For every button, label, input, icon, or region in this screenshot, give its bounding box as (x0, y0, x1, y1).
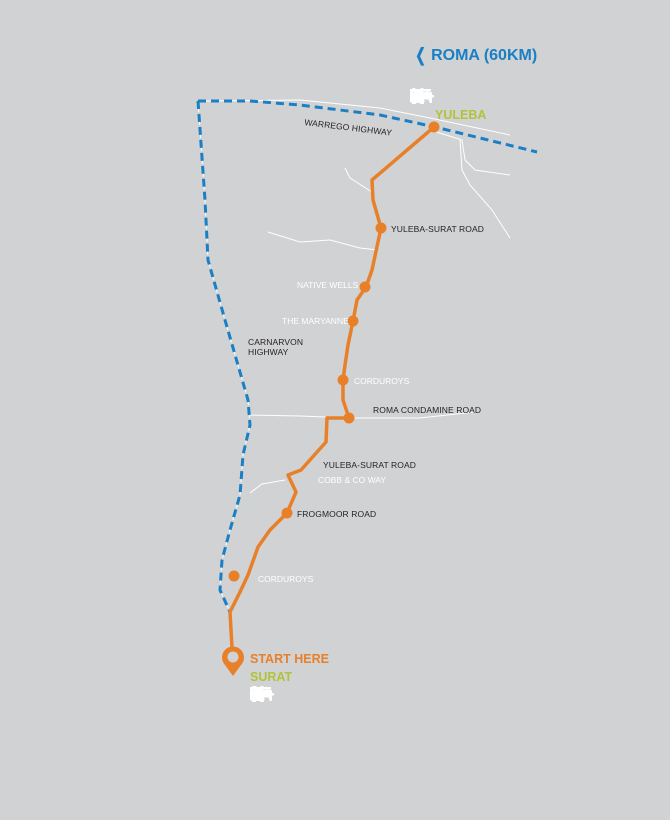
chevron-left-icon: ❮ (415, 45, 426, 65)
minor-road-north (197, 99, 511, 136)
minor-road-east-2 (459, 139, 511, 239)
carnarvon-highway-dash (197, 100, 251, 613)
label-corduroys-1: CORDUROYS (354, 376, 410, 386)
waypoint-corduroys-2[interactable] (228, 570, 240, 582)
waypoint-dots (228, 121, 440, 582)
waypoint-frogmoor[interactable] (281, 507, 293, 519)
waypoint-yuleba[interactable] (428, 121, 440, 133)
waypoint-yuleba-surat-road[interactable] (375, 222, 387, 234)
waypoint-maryanne[interactable] (347, 315, 359, 327)
waypoint-corduroys-1[interactable] (337, 374, 349, 386)
route-line (228, 125, 436, 649)
town-surat: SURAT (250, 670, 293, 684)
roma-back-link[interactable]: ❮ ROMA (60KM) (413, 45, 537, 66)
label-carnarvon-1: CARNARVON (248, 337, 304, 347)
start-here-label: START HERE (250, 652, 329, 666)
label-frogmoor-road: FROGMOOR ROAD (297, 509, 377, 519)
label-yuleba-surat-road-bottom: YULEBA-SURAT ROAD (323, 460, 417, 470)
minor-roads (197, 99, 511, 494)
carnarvon-highway-line (196, 100, 252, 613)
minor-road-north-2 (344, 167, 373, 193)
roma-back-label: ROMA (60KM) (431, 46, 538, 64)
cobb-and-co-road-line (249, 479, 286, 494)
label-native-wells: NATIVE WELLS (297, 280, 359, 290)
label-carnarvon-2: HIGHWAY (248, 347, 289, 357)
waypoint-roma-condamine[interactable] (343, 412, 355, 424)
label-roma-condamine-road: ROMA CONDAMINE ROAD (373, 405, 482, 415)
label-yuleba-surat-road-top: YULEBA-SURAT ROAD (391, 224, 485, 234)
start-pin-icon[interactable] (222, 646, 244, 676)
highways (196, 99, 538, 613)
minor-road-west (267, 231, 379, 251)
label-corduroys-2: CORDUROYS (258, 574, 314, 584)
waypoint-native-wells[interactable] (359, 281, 371, 293)
town-yuleba: YULEBA (435, 108, 487, 122)
minor-road-east (429, 129, 511, 176)
warrego-highway-line (198, 99, 538, 154)
label-maryanne: THE MARYANNE (282, 316, 349, 326)
label-cobb-co-way: COBB & CO WAY (318, 475, 387, 485)
